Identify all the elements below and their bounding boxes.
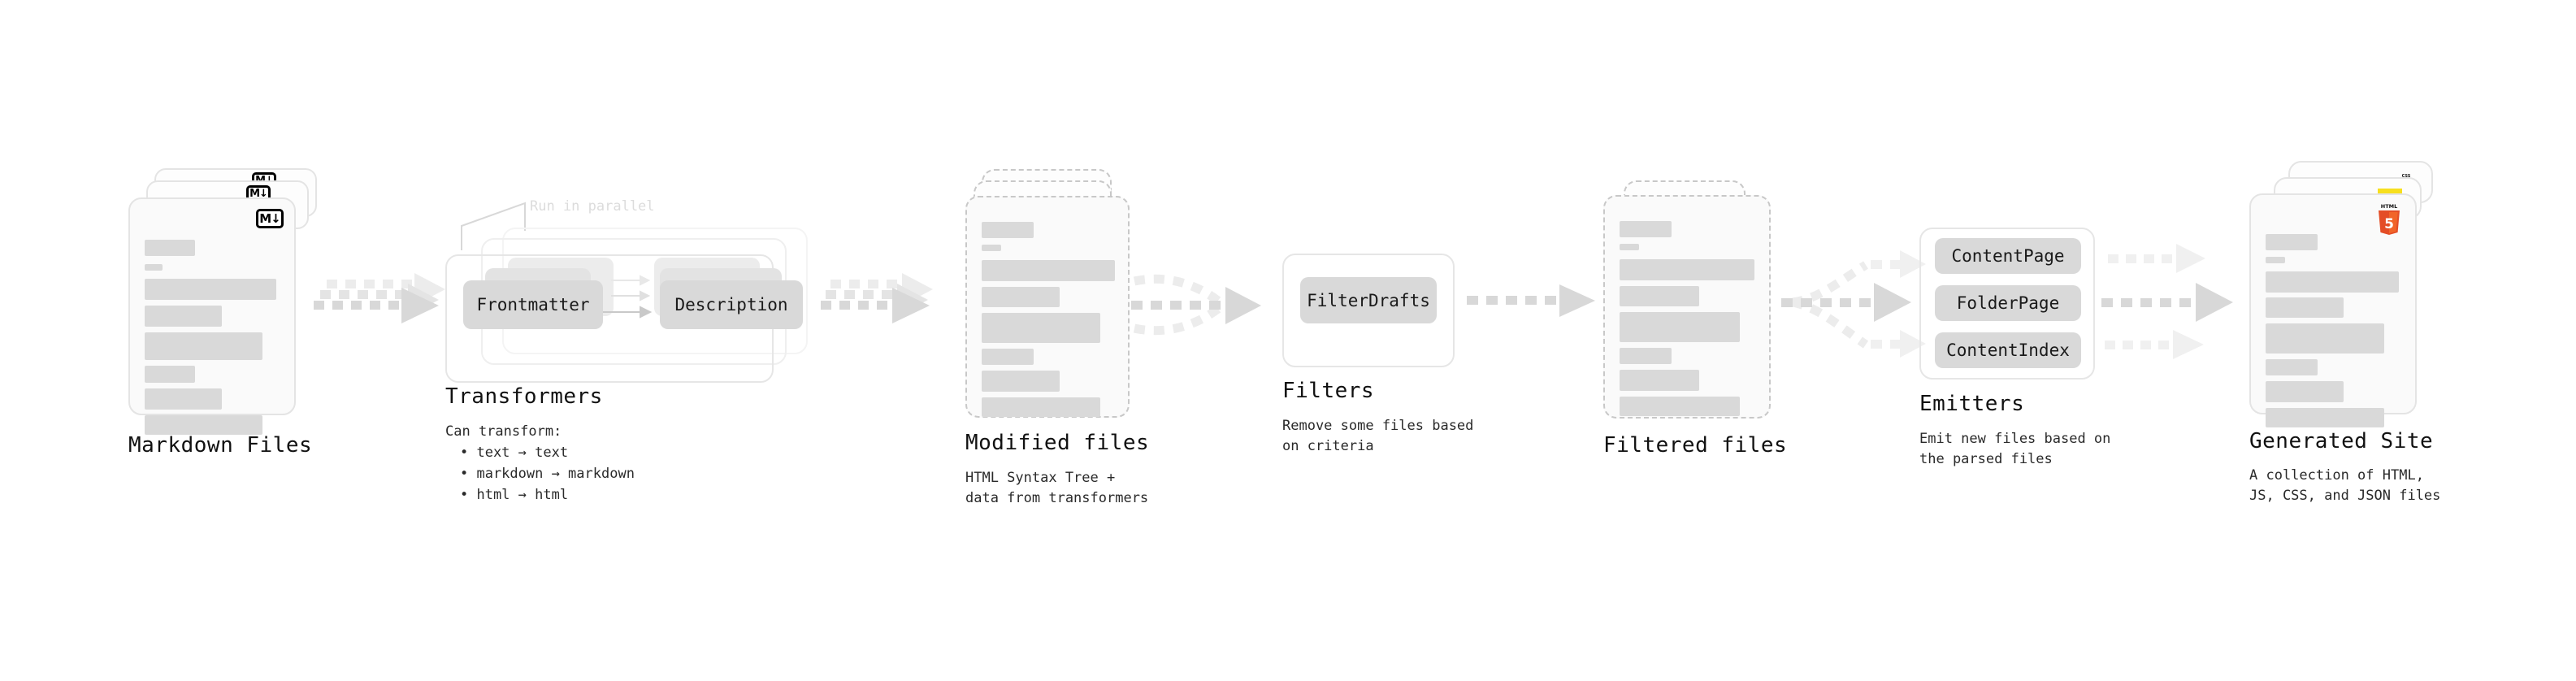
skeleton-bar: [145, 279, 276, 300]
skeleton-bar: [2266, 323, 2384, 354]
svg-text:5: 5: [2384, 216, 2394, 232]
transformer-inner-arrows: [603, 275, 653, 319]
modified-files-subtitle-1: data from transformers: [965, 490, 1149, 506]
connector-transformers-to-modified: [821, 273, 933, 323]
svg-text:CSS: CSS: [2402, 174, 2411, 179]
skeleton-bar: [145, 264, 163, 271]
skeleton-bar: [982, 397, 1100, 417]
site-card-front: HTML 5: [2249, 193, 2417, 427]
skeleton-bar: [1620, 259, 1754, 280]
emitters-group: [1919, 228, 2095, 380]
filters-subtitle-0: Remove some files based: [1282, 418, 1474, 434]
markdown-card-front: M↓: [128, 197, 296, 435]
skeleton-bar: [145, 388, 222, 410]
connector-markdown-to-transformers: [314, 273, 445, 323]
transformers-bullet-1: • markdown → markdown: [460, 466, 635, 482]
skeleton-bar: [982, 222, 1034, 238]
stage-title-filters: Filters: [1282, 379, 1375, 403]
stage-title-filtered-files: Filtered files: [1603, 433, 1788, 458]
html5-icon: HTML 5: [2374, 202, 2404, 236]
stage-title-modified-files: Modified files: [965, 431, 1150, 455]
skeleton-bar: [2266, 271, 2399, 293]
filters-subtitle-1: on criteria: [1282, 438, 1374, 454]
skeleton-bar: [1620, 370, 1699, 391]
modified-files-subtitle-0: HTML Syntax Tree +: [965, 470, 1116, 486]
skeleton-bar: [1620, 397, 1740, 416]
generated-site-subtitle-0: A collection of HTML,: [2249, 467, 2424, 484]
markdown-icon: M↓: [256, 209, 284, 228]
skeleton-bar: [145, 332, 262, 360]
transformer-node-frontmatter[interactable]: Frontmatter: [463, 280, 603, 329]
skeleton-bar: [1620, 244, 1639, 250]
filters-group: [1282, 254, 1455, 367]
transformers-bullet-2: • html → html: [460, 487, 569, 503]
transformers-subtitle-intro: Can transform:: [445, 423, 562, 440]
skeleton-bar: [2266, 234, 2318, 250]
skeleton-bar: [2266, 297, 2344, 318]
transformers-bullet-0: • text → text: [460, 445, 569, 461]
filter-node-filterdrafts[interactable]: FilterDrafts: [1300, 277, 1437, 323]
run-in-parallel-label: Run in parallel: [530, 198, 655, 215]
stage-title-generated-site: Generated Site: [2249, 429, 2434, 453]
transformer-node-description[interactable]: Description: [660, 280, 803, 329]
svg-text:HTML: HTML: [2381, 203, 2397, 210]
skeleton-bar: [1620, 286, 1699, 306]
stage-title-emitters: Emitters: [1919, 392, 2025, 416]
emitter-node-contentpage[interactable]: ContentPage: [1935, 238, 2081, 274]
filtered-card-front: [1603, 195, 1771, 419]
modified-card-front: [965, 196, 1130, 418]
emitters-subtitle-0: Emit new files based on: [1919, 431, 2111, 447]
stage-title-transformers: Transformers: [445, 384, 603, 409]
skeleton-bar: [1620, 221, 1672, 237]
skeleton-bar: [982, 260, 1115, 281]
skeleton-bar: [2266, 359, 2318, 375]
emitter-node-contentindex[interactable]: ContentIndex: [1935, 332, 2081, 368]
connector-emitters-to-site: [2101, 244, 2233, 359]
emitter-node-folderpage[interactable]: FolderPage: [1935, 285, 2081, 321]
connector-modified-to-filters: [1131, 274, 1261, 336]
stage-title-markdown-files: Markdown Files: [128, 433, 313, 458]
generated-site-subtitle-1: JS, CSS, and JSON files: [2249, 488, 2441, 504]
skeleton-bar: [145, 240, 195, 256]
skeleton-bar: [145, 306, 222, 327]
skeleton-bar: [1620, 312, 1740, 342]
skeleton-bar: [2266, 257, 2285, 263]
skeleton-bar: [982, 371, 1060, 392]
skeleton-bar: [1620, 348, 1672, 364]
run-in-parallel-leader: [461, 202, 526, 250]
skeleton-bar: [982, 349, 1034, 365]
skeleton-bar: [2266, 381, 2344, 402]
skeleton-bar: [145, 415, 262, 435]
skeleton-bar: [145, 366, 195, 383]
emitters-subtitle-1: the parsed files: [1919, 451, 2053, 467]
skeleton-bar: [982, 245, 1001, 251]
skeleton-bar: [982, 313, 1100, 343]
skeleton-bar: [982, 287, 1060, 307]
skeleton-bar: [2266, 408, 2384, 427]
connector-filtered-to-emitters: [1781, 250, 1926, 358]
connector-filters-to-filtered: [1467, 284, 1595, 317]
